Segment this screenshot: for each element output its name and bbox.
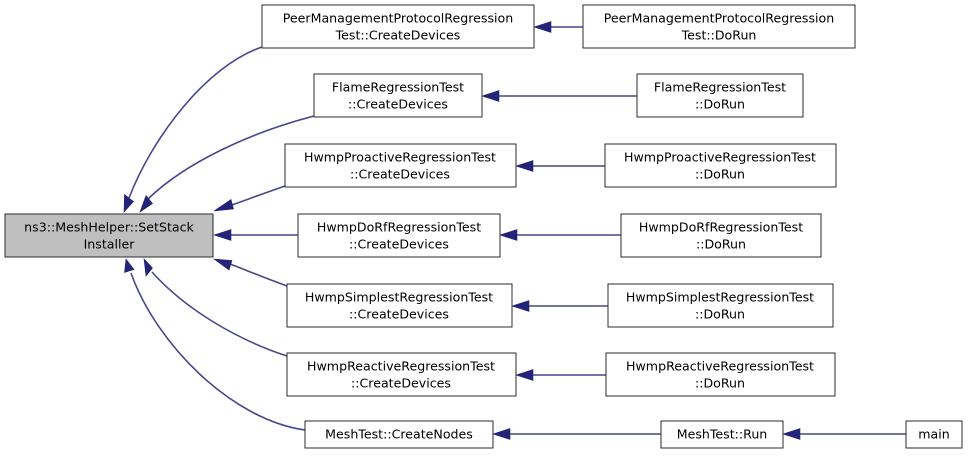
node-label-line2: ::DoRun <box>695 97 745 112</box>
node-root-label-line2: Installer <box>84 237 136 252</box>
node-box[interactable] <box>905 420 963 449</box>
node-box[interactable] <box>261 4 535 49</box>
edge-line <box>147 115 315 200</box>
arrowhead-icon <box>213 229 232 241</box>
arrowhead-icon <box>124 258 135 273</box>
node-label-line1: MeshTest::Run <box>677 427 768 442</box>
arrowhead-icon <box>139 194 153 213</box>
arrowhead-icon <box>481 90 500 102</box>
edge-dorf-to-root <box>213 229 298 241</box>
node-box[interactable] <box>604 143 837 188</box>
node-label-line1: HwmpSimplestRegressionTest <box>626 290 814 305</box>
node-peer-management-create-devices[interactable]: PeerManagementProtocolRegression Test::C… <box>261 4 535 49</box>
node-label-line2: Test::CreateDevices <box>335 28 461 43</box>
node-label-line2: ::CreateDevices <box>350 167 450 182</box>
edge-simplestrun <box>511 300 608 312</box>
node-label-line1: HwmpProactiveRegressionTest <box>304 150 496 165</box>
node-label-line1: HwmpReactiveRegressionTest <box>626 359 814 374</box>
node-label-line1: PeerManagementProtocolRegression <box>604 11 834 26</box>
edge-reactive-to-root <box>143 258 288 357</box>
arrowhead-icon <box>143 258 153 277</box>
node-label-line2: ::CreateDevices <box>348 97 448 112</box>
node-hwmp-proactive-dorun[interactable]: HwmpProactiveRegressionTest ::DoRun <box>604 143 837 188</box>
node-label-line1: FlameRegressionTest <box>654 80 786 95</box>
node-box[interactable] <box>636 73 804 118</box>
arrowhead-icon <box>123 193 134 213</box>
edge-peerrun-to-peer <box>533 21 583 33</box>
node-hwmp-simplest-create-devices[interactable]: HwmpSimplestRegressionTest ::CreateDevic… <box>286 283 513 328</box>
node-hwmp-dorf-dorun[interactable]: HwmpDoRfRegressionTest ::DoRun <box>620 213 822 258</box>
node-label-line2: ::DoRun <box>695 376 745 391</box>
node-root[interactable]: ns3::MeshHelper::SetStack Installer <box>4 213 214 258</box>
arrowhead-icon <box>515 160 534 172</box>
node-label-line2: ::CreateDevices <box>349 307 449 322</box>
edge-main-to-meshrun <box>782 428 906 440</box>
arrowhead-icon <box>515 369 534 381</box>
edge-simplest-to-root <box>212 258 288 287</box>
node-label-line1: HwmpReactiveRegressionTest <box>307 359 495 374</box>
node-flame-dorun[interactable]: FlameRegressionTest ::DoRun <box>636 73 804 118</box>
arrowhead-icon <box>212 258 233 271</box>
edge-reactiverun <box>515 369 606 381</box>
node-label-line2: ::CreateDevices <box>349 237 449 252</box>
arrowhead-icon <box>533 21 552 33</box>
node-label-line1: PeerManagementProtocolRegression <box>283 11 513 26</box>
edge-meshnodes-to-root <box>124 258 306 431</box>
arrowhead-icon <box>213 199 234 212</box>
edge-peer-to-root <box>123 46 263 213</box>
node-box[interactable] <box>284 143 517 188</box>
node-hwmp-dorf-create-devices[interactable]: HwmpDoRfRegressionTest ::CreateDevices <box>297 213 501 258</box>
node-label-line2: ::DoRun <box>695 167 745 182</box>
arrowhead-icon <box>492 428 511 440</box>
node-flame-create-devices[interactable]: FlameRegressionTest ::CreateDevices <box>313 73 483 118</box>
node-box[interactable] <box>286 283 513 328</box>
edge-flamerun-to-flame <box>481 90 637 102</box>
node-hwmp-reactive-dorun[interactable]: HwmpReactiveRegressionTest ::DoRun <box>605 352 836 397</box>
arrowhead-icon <box>782 428 801 440</box>
edge-line <box>229 263 288 287</box>
edge-proactive-to-root <box>213 185 286 212</box>
node-label-line1: HwmpDoRfRegressionTest <box>639 220 803 235</box>
edge-flame-to-root <box>139 115 315 213</box>
node-label-line2: Test::DoRun <box>681 28 757 43</box>
node-layer: ns3::MeshHelper::SetStack Installer Peer… <box>4 4 963 449</box>
node-label-line1: HwmpDoRfRegressionTest <box>317 220 481 235</box>
edge-dorfrun <box>499 229 621 241</box>
node-label-line1: HwmpSimplestRegressionTest <box>305 290 493 305</box>
node-hwmp-proactive-create-devices[interactable]: HwmpProactiveRegressionTest ::CreateDevi… <box>284 143 517 188</box>
node-box[interactable] <box>286 352 517 397</box>
edge-line <box>128 46 263 199</box>
node-box[interactable] <box>313 73 483 118</box>
node-meshtest-create-nodes[interactable]: MeshTest::CreateNodes <box>304 420 494 449</box>
node-hwmp-simplest-dorun[interactable]: HwmpSimplestRegressionTest ::DoRun <box>607 283 834 328</box>
node-label-line2: ::DoRun <box>695 307 745 322</box>
node-label-line1: main <box>918 427 949 442</box>
arrowhead-icon <box>499 229 518 241</box>
node-box[interactable] <box>620 213 822 258</box>
node-root-label-line1: ns3::MeshHelper::SetStack <box>24 220 194 235</box>
edge-layer <box>123 21 906 440</box>
node-box[interactable] <box>304 420 494 449</box>
node-label-line2: ::CreateDevices <box>351 376 451 391</box>
node-label-line1: FlameRegressionTest <box>332 80 464 95</box>
edge-line <box>151 271 288 357</box>
node-label-line1: MeshTest::CreateNodes <box>325 427 473 442</box>
node-label-line1: HwmpProactiveRegressionTest <box>624 150 816 165</box>
node-peer-management-dorun[interactable]: PeerManagementProtocolRegression Test::D… <box>582 4 856 49</box>
node-box[interactable] <box>660 420 784 449</box>
node-box[interactable] <box>605 352 836 397</box>
node-box[interactable] <box>607 283 834 328</box>
edge-proactiverun <box>515 160 605 172</box>
node-hwmp-reactive-create-devices[interactable]: HwmpReactiveRegressionTest ::CreateDevic… <box>286 352 517 397</box>
node-root-box[interactable] <box>4 213 214 258</box>
arrowhead-icon <box>511 300 530 312</box>
node-label-line2: ::DoRun <box>696 237 746 252</box>
node-main[interactable]: main <box>905 420 963 449</box>
node-box[interactable] <box>297 213 501 258</box>
edge-meshrun-to-nodes <box>492 428 661 440</box>
node-box[interactable] <box>582 4 856 49</box>
edge-line <box>130 272 306 431</box>
node-meshtest-run[interactable]: MeshTest::Run <box>660 420 784 449</box>
edge-line <box>228 185 286 207</box>
